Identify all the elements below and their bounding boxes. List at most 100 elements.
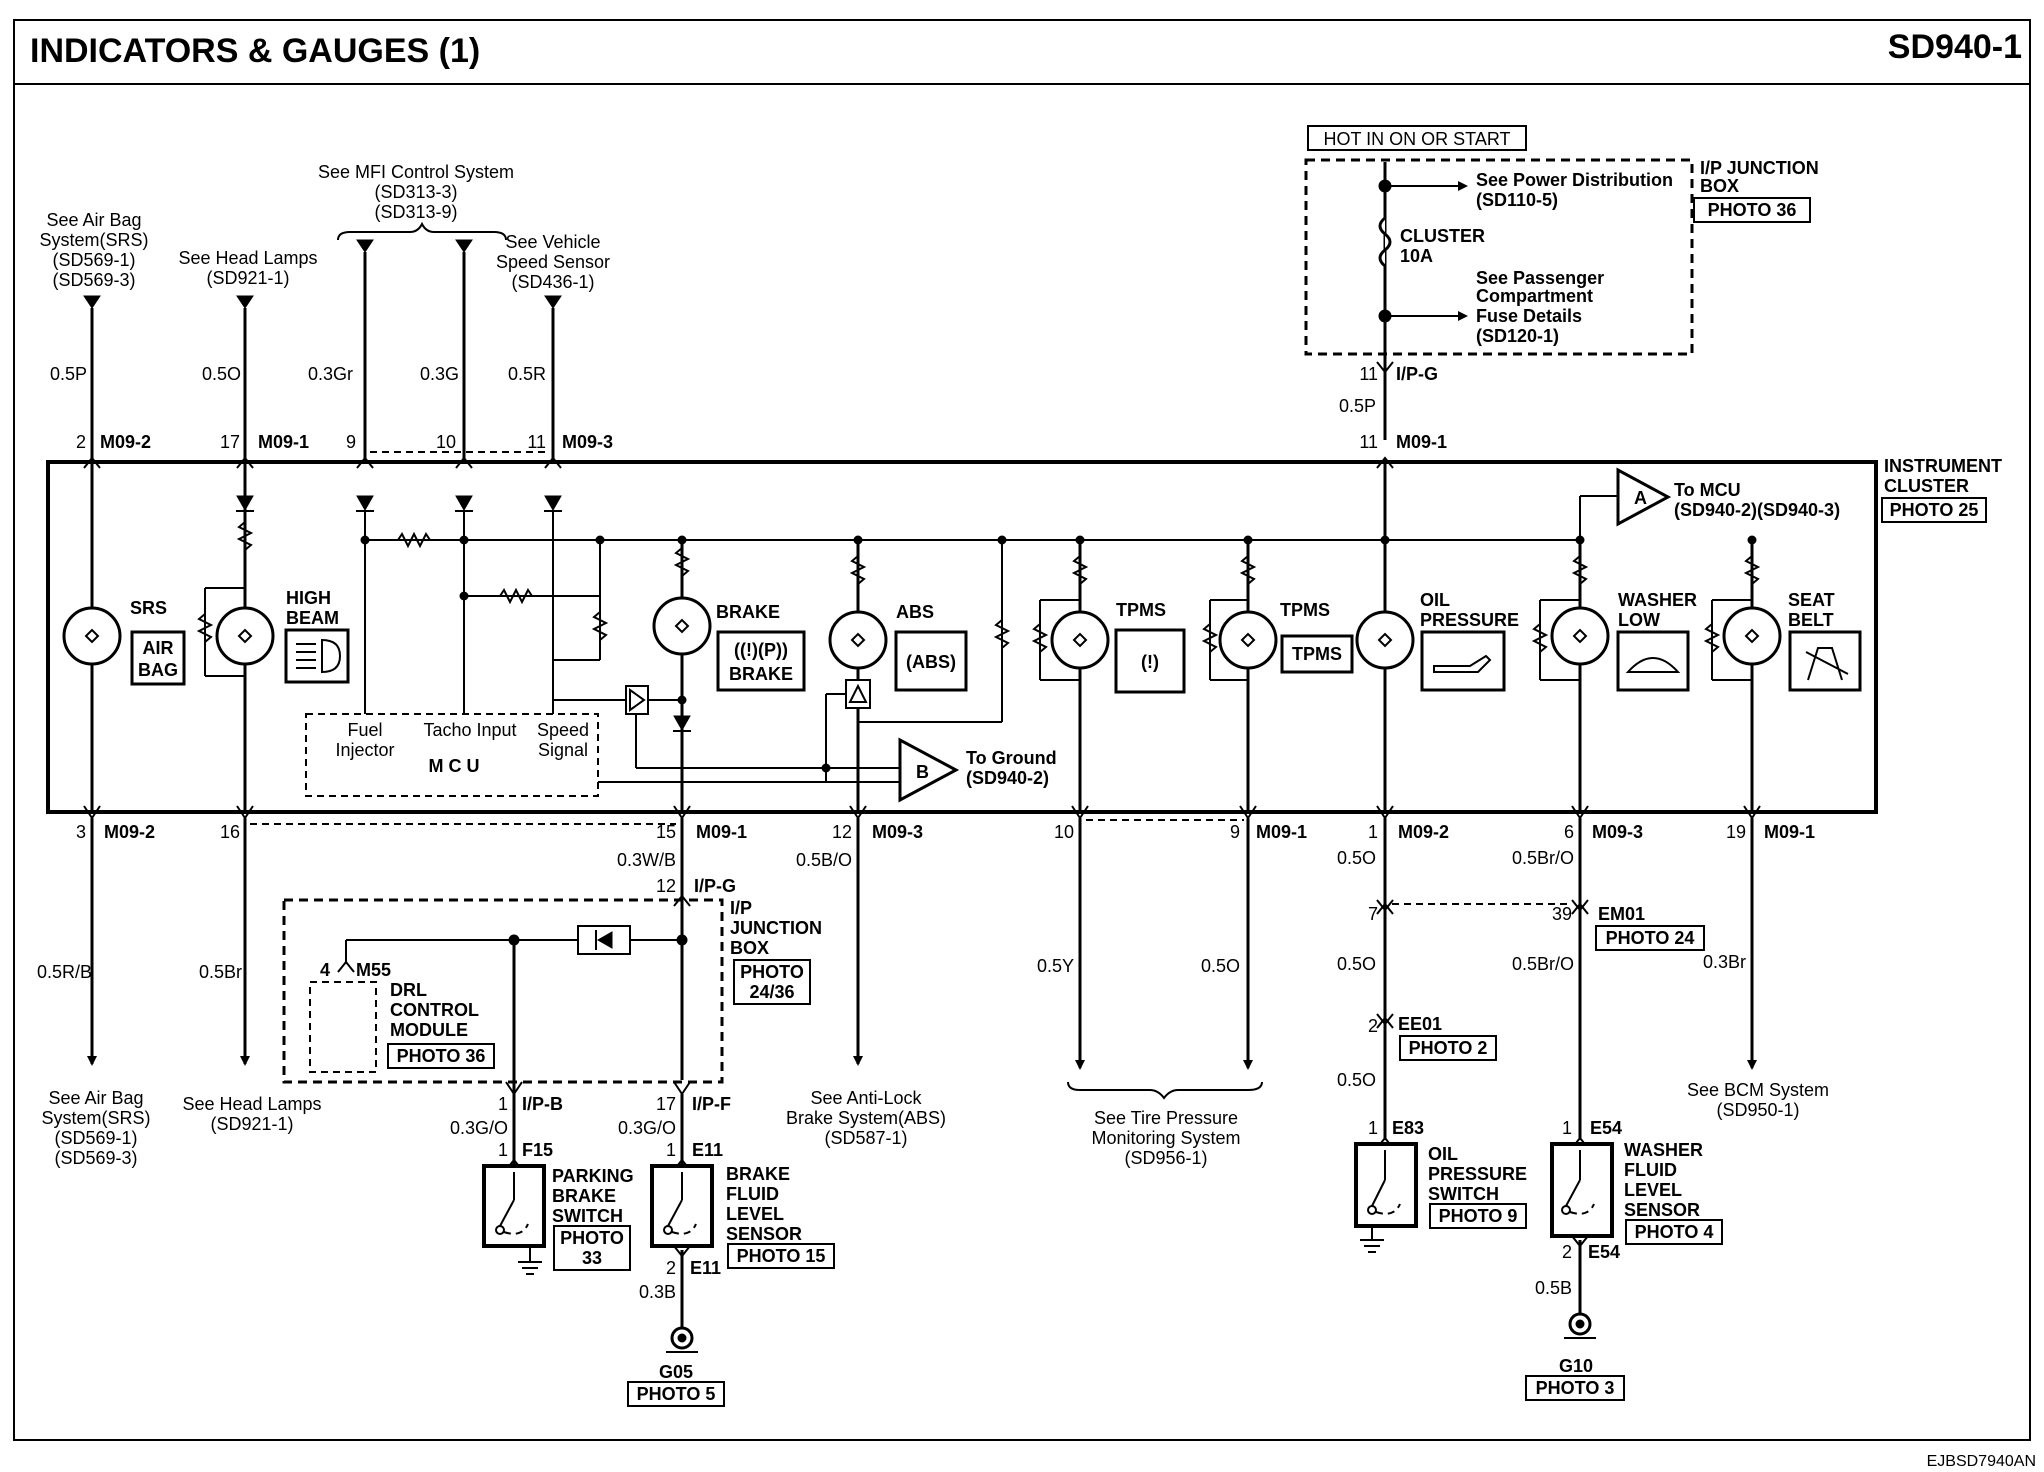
conn-brake-bottom: M09-1 [696,822,747,842]
conn-washer-bottom: M09-3 [1592,822,1643,842]
pin-speed-top: 11 [527,432,546,452]
drl-photo: PHOTO 36 [397,1046,486,1066]
see-passenger-2: Compartment [1476,286,1593,306]
ref-bcm-1: See BCM System [1687,1080,1829,1100]
ref-airbag-top: See Air Bag [46,210,141,230]
abs-label: ABS [896,602,934,622]
oil-label-2: PRESSURE [1420,610,1519,630]
wire-head-bottom: 0.5Br [199,962,242,982]
wire-pbs: 0.3G/O [450,1118,508,1138]
wire-highbeam-top: 0.5O [202,364,241,384]
oil-switch-label-2: PRESSURE [1428,1164,1527,1184]
mcu-speed-2: Signal [538,740,588,760]
pin-oil-7: 7 [1368,904,1378,924]
wire-srs-bottom: 0.5R/B [37,962,92,982]
instrument-cluster: INSTRUMENT CLUSTER PHOTO 25 A To MCU (SD… [46,456,2002,814]
pin-power-upper: 11 [1359,364,1378,384]
bfl-photo: PHOTO 15 [737,1246,826,1266]
ref-headlamps-bottom-2: (SD921-1) [210,1114,293,1134]
ref-airbag-top-2: System(SRS) [39,230,148,250]
tpms-icon-1-text: (!) [1141,652,1159,672]
washer-sensor-label-2: FLUID [1624,1160,1677,1180]
airbag-icon-text-1: AIR [143,638,174,658]
ref-airbag-bottom-1: See Air Bag [48,1088,143,1108]
em01-photo: PHOTO 24 [1606,928,1695,948]
fuse-name: CLUSTER [1400,226,1485,246]
to-ground: To Ground [966,748,1057,768]
ip-junction-bottom-photo-2: 24/36 [749,982,794,1002]
conn-seat-bottom: M09-1 [1764,822,1815,842]
oil-switch-label-3: SWITCH [1428,1184,1499,1204]
tpms-lamp-1 [1050,610,1110,670]
conn-e11b: E11 [690,1258,721,1278]
to-mcu: To MCU [1674,480,1741,500]
bfl-label-1: BRAKE [726,1164,790,1184]
ground-g10-label: G10 [1559,1356,1593,1376]
ref-airbag-bottom-2: System(SRS) [41,1108,150,1128]
abs-icon [894,630,968,692]
see-passenger-1: See Passenger [1476,268,1604,288]
pin-ee01: 2 [1368,1016,1378,1036]
tpms-icon-1 [1114,628,1186,694]
wire-oil-1: 0.5O [1337,848,1376,868]
pbs-photo-1: PHOTO [560,1228,624,1248]
pin-highbeam-top: 17 [220,432,240,452]
wire-abs: 0.5B/O [796,850,852,870]
oil-icon [1420,630,1506,692]
conn-ipf: I/P-F [692,1094,731,1114]
pin-oil-bottom: 1 [1368,822,1378,842]
pin-washer-bottom: 6 [1564,822,1574,842]
seat-belt-lamp [1722,606,1782,666]
pin-tacho-top: 10 [436,432,456,452]
mcu-fuel-1: Fuel [347,720,382,740]
pin-head-bottom: 16 [220,822,240,842]
ground-g10-photo: PHOTO 3 [1536,1378,1615,1398]
pin-e11: 1 [666,1140,676,1160]
wire-brake-gnd: 0.3B [639,1282,676,1302]
high-beam-label-2: BEAM [286,608,339,628]
wire-washer-gnd: 0.5B [1535,1278,1572,1298]
pin-tpms2-bottom: 9 [1230,822,1240,842]
washer-circuit: 0.5Br/O 39 EM01 PHOTO 24 0.5Br/O 1 E54 W… [1512,818,1723,1401]
see-passenger-ref: (SD120-1) [1476,326,1559,346]
airbag-icon [130,630,186,686]
ip-junction-bottom-3: BOX [730,938,769,958]
seat-circuit: 0.3Br See BCM System (SD950-1) [1687,818,1829,1120]
see-power-dist: See Power Distribution [1476,170,1673,190]
ref-abs-2: Brake System(ABS) [786,1108,946,1128]
wire-brake-top: 0.3W/B [617,850,676,870]
conn-e83: E83 [1392,1118,1424,1138]
conn-drl: M55 [356,960,391,980]
abs-lamp [828,610,888,670]
brake-lamp [652,596,712,656]
high-beam-lamp [215,606,275,666]
pin-power-lower: 11 [1359,432,1378,452]
ref-vss: See Vehicle [505,232,600,252]
brake-label: BRAKE [716,602,780,622]
pbs-photo-2: 33 [582,1248,602,1268]
washer-sensor-photo: PHOTO 4 [1635,1222,1714,1242]
wire-tpms-2: 0.5O [1201,956,1240,976]
wire-oil-3: 0.5O [1337,1070,1376,1090]
brake-icon-text-2: BRAKE [729,664,793,684]
pin-srs-bottom: 3 [76,822,86,842]
ref-airbag-bottom-4: (SD569-3) [54,1148,137,1168]
top-references: See Air Bag System(SRS) (SD569-1) (SD569… [39,162,610,292]
drl-label-1: DRL [390,980,427,1000]
tpms-icon-2-text: TPMS [1292,644,1342,664]
washer-label-2: LOW [1618,610,1660,630]
bfl-label-4: SENSOR [726,1224,802,1244]
wire-fuel-top: 0.3Gr [308,364,353,384]
ref-airbag-bottom-3: (SD569-1) [54,1128,137,1148]
power-feed: HOT IN ON OR START See Power Distributio… [1304,125,1819,469]
wire-speed-top: 0.5R [508,364,546,384]
top-wires: 0.5P 2 M09-2 0.5O 17 M09-1 0.3Gr 9 0.3G … [50,239,613,469]
node-a: A [1634,488,1647,508]
seat-label-2: BELT [1788,610,1834,630]
conn-power-upper: I/P-G [1396,364,1438,384]
to-ground-ref: (SD940-2) [966,768,1049,788]
ref-mfi-3: (SD313-9) [374,202,457,222]
tpms-label-1: TPMS [1116,600,1166,620]
drl-label-2: CONTROL [390,1000,479,1020]
oil-circuit: 0.5O 7 0.5O 2 EE01 PHOTO 2 0.5O 1 E83 OI… [1337,818,1572,1253]
